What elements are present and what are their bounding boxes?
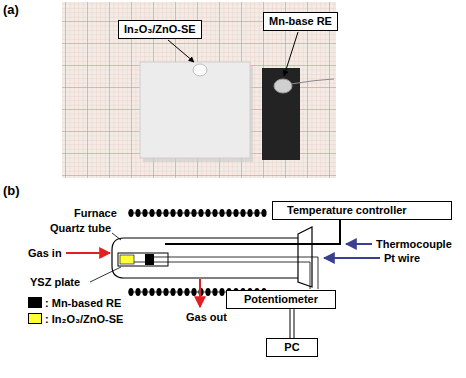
coil-turn [149,209,154,217]
coil-turn [254,209,259,217]
sensing-electrode [120,255,134,264]
signal-cable [290,309,294,338]
coil-turn [184,209,189,217]
part-label: Thermocouple [376,238,452,251]
part-label: Pt wire [384,252,420,265]
sensing-electrode-plate [140,62,250,158]
part-label: Gas in [28,247,62,260]
coil-turn [142,209,147,217]
coil-turn [233,209,238,217]
coil-turn [163,209,168,217]
box-label: In₂O₃/ZnO-SE [124,23,196,36]
panel-label: (a) [3,2,19,18]
electrode-contact [193,64,207,76]
controller-box: Temperature controller [272,201,452,220]
gas-out-arrow [199,279,201,307]
panel-label: (b) [3,183,20,199]
callout-box: In₂O₃/ZnO-SE [118,20,202,39]
leader-arrow [346,243,372,245]
coil-turn [170,288,175,296]
part-label: Gas out [186,311,227,324]
coil-turn [135,288,140,296]
coil-turn [247,209,252,217]
electrode-contact [274,79,292,93]
box-label: Temperature controller [287,204,407,217]
gas-in-arrow [66,252,110,254]
coil-turn [177,209,182,217]
leader-arrow [324,257,380,259]
coil-turn [156,209,161,217]
thermocouple [165,220,340,244]
coil-row [128,209,266,217]
legend-text: : Mn-based RE [45,297,121,309]
legend-swatch [28,297,42,308]
box-label: PC [284,341,299,354]
part-label: Quartz tube [50,222,111,235]
reference-electrode [262,68,300,160]
box-label: Potentiometer [244,293,318,306]
coil-turn [212,209,217,217]
coil-turn [128,209,133,217]
callout-box: Mn-base RE [263,12,338,31]
coil-turn [198,209,203,217]
coil-turn [240,209,245,217]
coil-turn [219,209,224,217]
coil-turn [205,288,210,296]
coil-turn [156,288,161,296]
coil-turn [163,288,168,296]
legend-row: : In₂O₃/ZnO-SE [28,313,123,326]
coil-turn [170,209,175,217]
coil-turn [142,288,147,296]
leader-line [112,233,121,240]
coil-turn [219,288,224,296]
instrument-box: Potentiometer [226,290,336,309]
legend-text: : In₂O₃/ZnO-SE [45,313,123,325]
legend-swatch [28,313,42,324]
coil-turn [135,209,140,217]
part-label: Furnace [74,207,117,220]
computer-box: PC [266,338,318,357]
leader-line [90,267,121,282]
coil-turn [191,209,196,217]
coil-turn [205,209,210,217]
coil-turn [226,209,231,217]
coil-turn [128,288,133,296]
leader-arrow [284,32,298,76]
coil-turn [149,288,154,296]
pt-wire [291,79,334,84]
coil-turn [261,209,266,217]
part-label: YSZ plate [30,276,80,289]
ysz-plate [118,253,168,266]
leader-arrow [168,40,194,62]
coil-turn [212,288,217,296]
coil-turn [184,288,189,296]
box-label: Mn-base RE [269,15,332,28]
reference-electrode [145,254,154,265]
coil-turn [177,288,182,296]
coil-turn [191,288,196,296]
legend-row: : Mn-based RE [28,297,121,310]
pt-wire [134,262,310,289]
